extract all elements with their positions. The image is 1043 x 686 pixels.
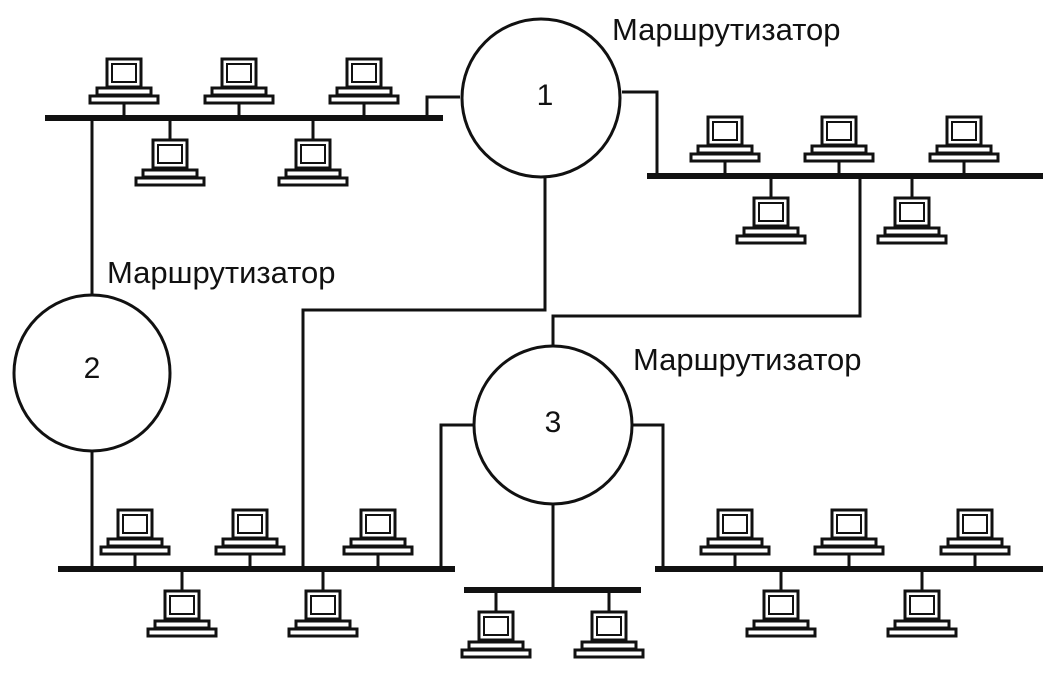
link-router3-bottom-right-bus	[632, 423, 665, 569]
segment-bottom-middle	[460, 587, 645, 659]
computer-icon	[214, 508, 286, 571]
router-number: 2	[84, 352, 101, 385]
link-top-right-bus-router3	[551, 176, 862, 347]
computer-icon	[277, 116, 349, 187]
segment-bottom-left	[58, 508, 455, 638]
router-circle	[12, 293, 172, 453]
segment-bottom-right	[655, 508, 1043, 638]
router-number: 3	[545, 406, 562, 439]
computer-icon	[88, 57, 160, 120]
computer-icon	[134, 116, 206, 187]
computer-icon	[146, 567, 218, 638]
router-circle	[472, 344, 634, 506]
computer-icon	[460, 588, 532, 659]
router-label: Маршрутизатор	[633, 342, 862, 377]
link-router3-bottom-left-bus	[439, 423, 474, 569]
router-2: 2 Маршрутизатор	[12, 255, 336, 453]
computer-icon	[745, 567, 817, 638]
router-label: Маршрутизатор	[107, 255, 336, 290]
link-router1-top-left-bus	[425, 95, 460, 118]
computer-icon	[342, 508, 414, 571]
computer-icon	[99, 508, 171, 571]
computer-icon	[699, 508, 771, 571]
router-number: 1	[537, 79, 554, 112]
computer-icon	[287, 567, 359, 638]
router-label: Маршрутизатор	[612, 12, 841, 47]
computer-icon	[689, 115, 761, 178]
router-circle	[460, 17, 622, 179]
computer-icon	[939, 508, 1011, 571]
router-3: 3 Маршрутизатор	[472, 342, 862, 506]
computer-icon	[803, 115, 875, 178]
computer-icon	[813, 508, 885, 571]
segment-top-left	[45, 57, 443, 187]
router-1: 1 Маршрутизатор	[460, 12, 841, 179]
computer-icon	[735, 174, 807, 245]
computer-icon	[928, 115, 1000, 178]
link-router1-top-right-bus	[622, 90, 659, 176]
segment-top-right	[647, 115, 1043, 245]
computer-icon	[573, 588, 645, 659]
link-router1-bottom-left-bus	[301, 177, 547, 569]
connection-lines	[90, 90, 862, 590]
computer-icon	[886, 567, 958, 638]
computer-icon	[876, 174, 948, 245]
computer-icon	[203, 57, 275, 120]
computer-icon	[328, 57, 400, 120]
